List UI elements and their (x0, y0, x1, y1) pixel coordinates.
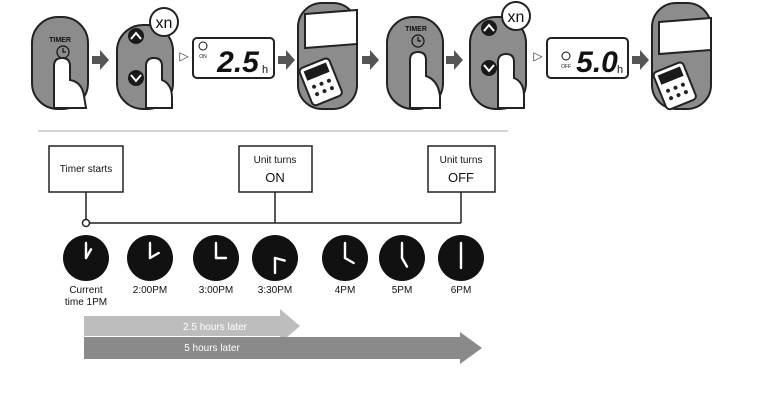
arrow-right-icon (446, 50, 463, 70)
arrow-right-icon (362, 50, 379, 70)
clock-2: 3:00PM (193, 235, 239, 296)
remote-ac-step-2 (651, 2, 712, 111)
display-indicator: OFF (561, 64, 571, 70)
timeline-start-marker (81, 218, 91, 228)
clock-hour-hand (343, 256, 355, 265)
clock-time-label: 2:00PM (133, 285, 167, 296)
clock-time-label: 5PM (392, 285, 413, 296)
display-unit: h (617, 64, 623, 76)
remote-ac-step-1 (297, 2, 358, 110)
timer-button-label: TIMER (49, 37, 71, 44)
event-state: OFF (448, 170, 474, 185)
display-indicator: ON (199, 54, 207, 60)
clock-time-label: 6PM (451, 285, 472, 296)
finger-icon (145, 56, 173, 109)
finger-icon (53, 56, 88, 109)
event-unit-off: Unit turns OFF (427, 145, 496, 193)
step-timer-press-1: TIMER (31, 16, 89, 110)
repeat-badge: xn (508, 9, 525, 26)
clock-hour-hand (273, 256, 286, 262)
clock-time-label: 3:30PM (258, 285, 292, 296)
clock-icon (411, 34, 425, 48)
arrow-outline-icon: ▷ (533, 49, 543, 63)
clock-hour-hand (148, 251, 160, 260)
display-unit: h (262, 64, 268, 76)
arrow-right-icon (278, 50, 295, 70)
repeat-badge: xn (156, 15, 173, 32)
display-off: OFF 5.0 h (546, 37, 629, 79)
finger-icon (409, 50, 441, 109)
finger-icon (497, 52, 525, 109)
up-button-icon (481, 20, 497, 36)
clock-time-label: 3:00PM (199, 285, 233, 296)
clock-icon (198, 41, 208, 51)
duration-arrow-long: 5 hours later (84, 332, 482, 364)
clock-time-label: time 1PM (65, 297, 107, 308)
remote-control-icon (652, 61, 697, 111)
event-state: ON (265, 170, 285, 185)
event-label: Unit turns (440, 155, 483, 166)
step-timer-press-2: TIMER (386, 16, 444, 110)
clock-icon (561, 51, 571, 61)
clock-3: 3:30PM (252, 235, 298, 296)
ac-unit-icon (658, 16, 712, 56)
clock-hour-hand (400, 256, 409, 268)
step-adjust-1: xn (116, 7, 179, 110)
duration-arrow-short: 2.5 hours later (84, 309, 300, 343)
timer-button-label: TIMER (405, 26, 427, 33)
clock-hour-hand (84, 248, 93, 260)
down-button-icon (128, 70, 144, 86)
up-button-icon (128, 28, 144, 44)
clock-1: 2:00PM (127, 235, 173, 296)
clock-4: 4PM (322, 235, 368, 296)
arrow-right-icon (632, 50, 649, 70)
ac-unit-icon (304, 8, 358, 50)
remote-control-icon (298, 57, 343, 107)
step-adjust-2: xn (469, 1, 531, 110)
clock-5: 5PM (379, 235, 425, 296)
arrow-right-icon (92, 50, 109, 70)
down-button-icon (481, 60, 497, 76)
display-value: 5.0 (576, 46, 618, 79)
arrow-outline-icon: ▷ (179, 49, 189, 63)
clock-time-label: Current (69, 285, 103, 296)
duration-label: 2.5 hours later (183, 322, 248, 333)
clock-6: 6PM (438, 235, 484, 296)
display-value: 2.5 (216, 46, 260, 79)
event-label: Unit turns (254, 155, 297, 166)
timeline-connector (85, 192, 462, 224)
display-on: ON 2.5 h (192, 37, 275, 79)
event-label: Timer starts (60, 164, 112, 175)
duration-label: 5 hours later (184, 343, 240, 354)
event-unit-on: Unit turns ON (238, 145, 313, 193)
clock-time-label: 4PM (335, 285, 356, 296)
event-timer-starts: Timer starts (48, 145, 124, 193)
